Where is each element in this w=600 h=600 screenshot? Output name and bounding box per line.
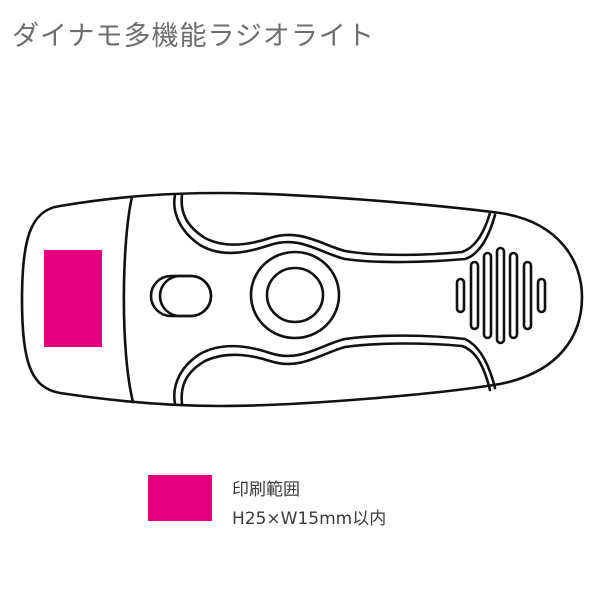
legend-size: H25×W15mm以内 [232, 509, 387, 529]
print-area [44, 250, 102, 347]
dial-outer [249, 250, 341, 340]
upper-grip-line [173, 193, 497, 264]
speaker-grille [455, 246, 547, 345]
dial-inner [265, 266, 325, 324]
legend-label: 印刷範囲 [232, 480, 300, 500]
lower-grip-line [173, 334, 497, 406]
switch-inner [158, 274, 213, 318]
product-title: ダイナモ多機能ラジオライト [12, 21, 375, 52]
legend-swatch [148, 475, 212, 521]
body-outline [20, 191, 584, 408]
end-cap-line [122, 195, 135, 404]
